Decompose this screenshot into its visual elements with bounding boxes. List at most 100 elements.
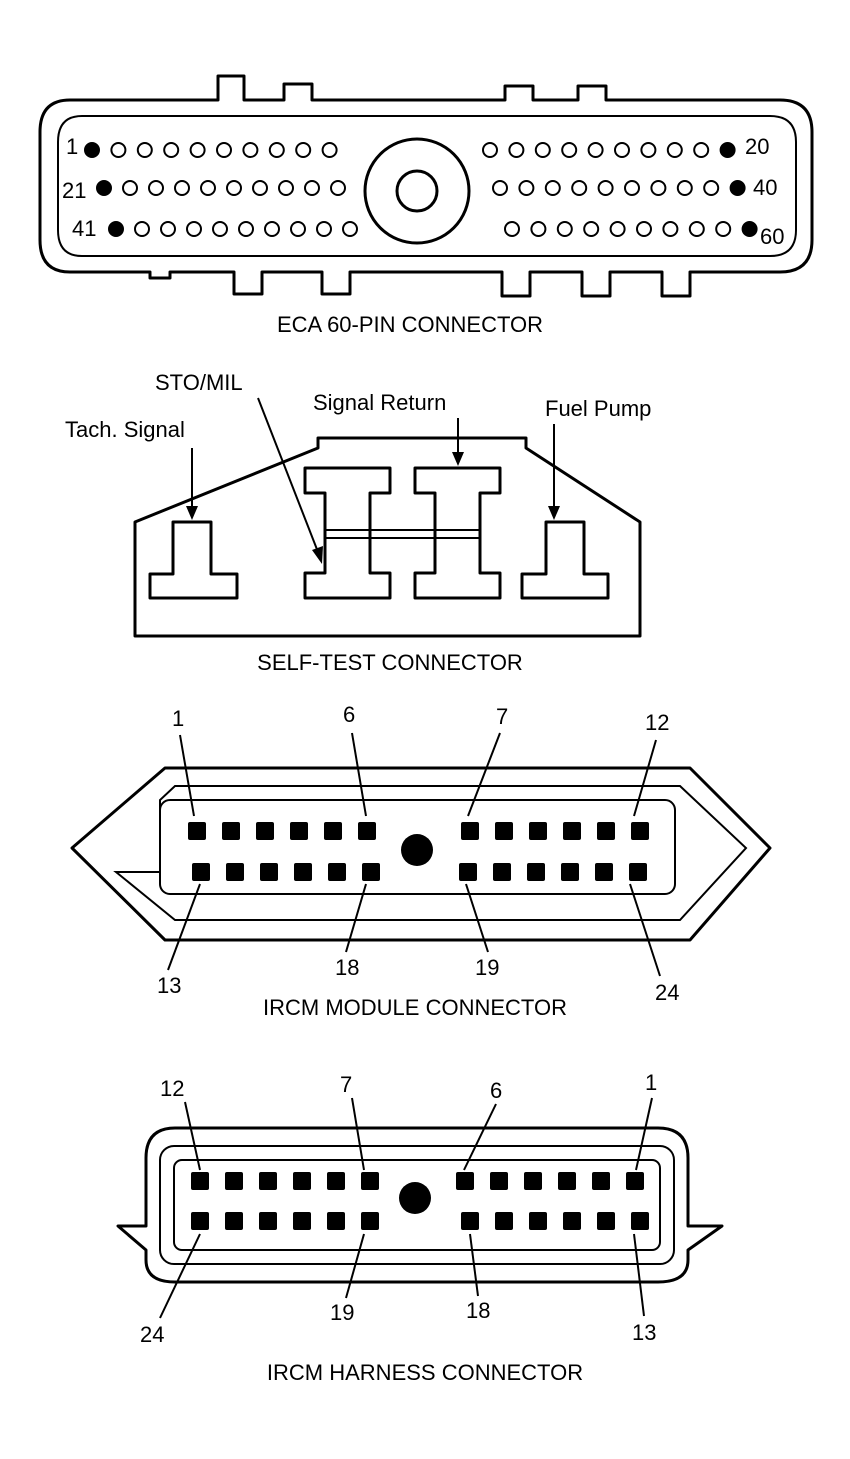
eca-pin-row3-right-7: [662, 221, 679, 237]
eca-pin-row1-right-6: [614, 142, 630, 158]
selftest-label-signal-return: Signal Return: [313, 390, 446, 415]
eca-pin-label-60: 60: [760, 224, 784, 249]
eca-pin-row1-left-6: [216, 142, 232, 158]
eca-pin-row1-left-7: [242, 142, 259, 158]
ircm-harness-pin-label-24: 24: [140, 1322, 164, 1347]
ircm-harness-pin-r1-left-6: [361, 1172, 379, 1190]
eca-pin-row2-right-6: [624, 180, 640, 196]
ircm-module-pin-r2-left-2: [226, 863, 244, 881]
selftest-caption: SELF-TEST CONNECTOR: [257, 650, 523, 675]
ircm-module-pin-r1-left-6: [358, 822, 376, 840]
ircm-module-pin-r2-right-4: [561, 863, 579, 881]
ircm-module-pin-r2-left-3: [260, 863, 278, 881]
eca-pin-row1-right-5: [587, 142, 604, 158]
ircm-harness-pin-label-6: 6: [490, 1078, 502, 1103]
ircm-harness-pin-r2-right-2: [495, 1212, 513, 1230]
ircm-module-connector: 1 6 7 12 13 18 19 24 IRCM MODULE CONNECT…: [70, 702, 772, 1020]
selftest-label-sto: STO/MIL: [155, 370, 243, 395]
ircm-module-pin-r1-right-5: [597, 822, 615, 840]
eca-pin-row1-right-8: [666, 142, 683, 158]
ircm-harness-pin-label-7: 7: [340, 1072, 352, 1097]
ircm-harness-pin-array: [191, 1172, 649, 1230]
ircm-harness-pin-r2-left-1: [191, 1212, 209, 1230]
ircm-harness-pin-r2-left-3: [259, 1212, 277, 1230]
eca-housing-outline: [38, 74, 814, 298]
ircm-harness-pin-label-12: 12: [160, 1076, 184, 1101]
ircm-harness-pin-cavity: [173, 1159, 661, 1251]
ircm-module-pin-r1-left-3: [256, 822, 274, 840]
eca-pin-row2-right-2: [518, 180, 535, 196]
eca-pin-label-21: 21: [62, 178, 86, 203]
ircm-module-pin-r2-left-1: [192, 863, 210, 881]
ircm-harness-pin-r1-left-2: [225, 1172, 243, 1190]
eca-caption: ECA 60-PIN CONNECTOR: [277, 312, 543, 337]
ircm-module-leader-lines: [167, 732, 661, 977]
eca-pin-row3-left-9: [316, 221, 332, 237]
eca-pin-label-1: 1: [66, 134, 78, 159]
eca-pin-row3-right-2: [530, 221, 547, 237]
eca-pin-row2-left-6: [226, 180, 242, 196]
eca-pin-row3-left-10: [342, 221, 358, 237]
ircm-harness-pin-r1-right-1: [456, 1172, 474, 1190]
eca-pin-row3-left-2: [134, 221, 150, 237]
eca-center-locator: [363, 137, 471, 245]
eca-pin-row1-left-3: [136, 142, 153, 158]
ircm-harness-pin-r2-left-6: [361, 1212, 379, 1230]
ircm-harness-pin-label-1: 1: [645, 1070, 657, 1095]
ircm-module-pin-array: [188, 822, 649, 881]
eca-pin-row2-right-4: [571, 180, 588, 196]
eca-pin-array: [84, 142, 758, 237]
ircm-module-pin-r1-right-6: [631, 822, 649, 840]
eca-pin-row2-right-9: [703, 180, 720, 196]
ircm-harness-pin-r1-left-3: [259, 1172, 277, 1190]
eca-pin-row3-right-9: [715, 221, 732, 237]
ircm-harness-pin-r1-right-2: [490, 1172, 508, 1190]
eca-pin-row2-right-7: [650, 180, 667, 196]
selftest-terminal-signal-return: [413, 466, 502, 600]
eca-pin-label-20: 20: [745, 134, 769, 159]
ircm-module-pin-r1-right-3: [529, 822, 547, 840]
ircm-module-pin-r1-right-4: [563, 822, 581, 840]
selftest-terminal-tach: [148, 520, 239, 600]
ircm-module-pin-r2-right-5: [595, 863, 613, 881]
selftest-arrows: [186, 397, 560, 564]
eca-pin-row1-left-8: [268, 142, 285, 158]
eca-pin-row2-left-9: [304, 180, 320, 196]
ircm-harness-pin-label-19: 19: [330, 1300, 354, 1325]
ircm-harness-pin-r1-right-5: [592, 1172, 610, 1190]
eca-pin-row2-right-3: [544, 180, 561, 196]
ircm-module-pin-r2-right-6: [629, 863, 647, 881]
selftest-terminal-fuel-pump: [520, 520, 610, 600]
eca-pin-row3-right-8: [688, 221, 705, 237]
ircm-harness-caption: IRCM HARNESS CONNECTOR: [267, 1360, 583, 1385]
eca-pin-row3-right-6: [636, 221, 652, 237]
eca-connector: 1 20 21 40 41 60 ECA 60-PIN CONNECTOR: [38, 74, 814, 337]
ircm-module-caption: IRCM MODULE CONNECTOR: [263, 995, 567, 1020]
ircm-module-pin-r1-left-2: [222, 822, 240, 840]
ircm-harness-pin-r2-right-5: [597, 1212, 615, 1230]
ircm-harness-pin-r1-right-4: [558, 1172, 576, 1190]
ircm-harness-connector: 12 7 6 1 24 19 18 13 IRCM HARNESS CONNEC…: [116, 1070, 724, 1385]
ircm-module-pin-r2-right-1: [459, 863, 477, 881]
ircm-harness-pin-r2-right-6: [631, 1212, 649, 1230]
eca-pin-row3-right-10: [741, 221, 758, 237]
ircm-harness-leader-lines: [159, 1097, 653, 1319]
eca-pin-row3-left-7: [264, 221, 280, 237]
ircm-harness-center-key: [399, 1182, 431, 1214]
ircm-harness-pin-r2-left-5: [327, 1212, 345, 1230]
ircm-harness-pin-label-18: 18: [466, 1298, 490, 1323]
eca-pin-row1-right-2: [508, 142, 525, 158]
eca-pin-row2-left-5: [200, 180, 216, 196]
ircm-module-pin-label-13: 13: [157, 973, 181, 998]
ircm-harness-pin-label-13: 13: [632, 1320, 656, 1345]
eca-pin-row3-left-3: [160, 221, 176, 237]
ircm-module-center-key: [401, 834, 433, 866]
ircm-harness-pin-r1-right-6: [626, 1172, 644, 1190]
eca-pin-row3-left-6: [238, 221, 254, 237]
eca-pin-row1-left-4: [163, 142, 180, 158]
ircm-harness-pin-r2-right-1: [461, 1212, 479, 1230]
eca-pin-row2-left-8: [278, 180, 294, 196]
eca-pin-row2-left-4: [174, 180, 190, 196]
ircm-module-pin-cavity: [159, 799, 676, 895]
eca-pin-row2-right-8: [676, 180, 693, 196]
